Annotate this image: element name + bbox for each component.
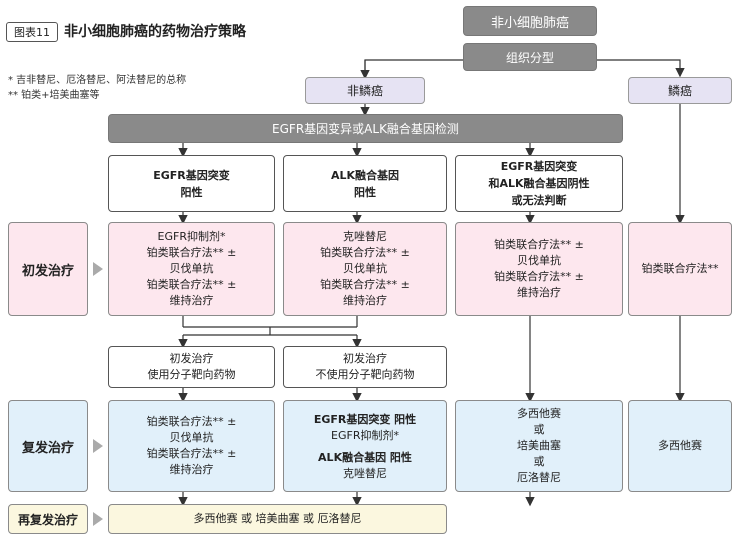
rerelapse-text: 多西他赛 或 培美曲塞 或 厄洛替尼 xyxy=(193,512,362,525)
stage-rerelapse: 再复发治疗 xyxy=(8,504,88,534)
footnote-1: * 吉非替尼、厄洛替尼、阿法替尼的总称 xyxy=(8,75,187,86)
stage-first-line-label: 初发治疗 xyxy=(21,263,74,279)
node-histology: 组织分型 xyxy=(463,43,597,71)
group-negative-line3: 或无法判断 xyxy=(511,194,567,207)
relapse-t-line4: 维持治疗 xyxy=(169,463,214,476)
node-non-squamous-label: 非鳞癌 xyxy=(346,84,383,98)
relapse-squamous: 多西他赛 xyxy=(628,400,732,492)
group-negative: EGFR基因突变 和ALK融合基因阴性 或无法判断 xyxy=(455,155,623,212)
first-line-alk: 克唑替尼 铂类联合疗法** ± 贝伐单抗 铂类联合疗法** ± 维持治疗 xyxy=(283,222,447,316)
group-alk-line1: ALK融合基因 xyxy=(330,168,400,182)
node-nsclc-label: 非小细胞肺癌 xyxy=(490,15,569,31)
rerelapse-treatment: 多西他赛 或 培美曲塞 或 厄洛替尼 xyxy=(108,504,447,534)
relapse-neg-line5: 厄洛替尼 xyxy=(517,471,561,484)
first-line-non-targeted: 初发治疗 不使用分子靶向药物 xyxy=(283,346,447,388)
relapse-neg-line2: 或 xyxy=(533,423,545,436)
first-egfr-line1: EGFR抑制剂* xyxy=(157,230,226,243)
relapse-sq-line1: 多西他赛 xyxy=(658,439,702,452)
first-line-egfr: EGFR抑制剂* 铂类联合疗法** ± 贝伐单抗 铂类联合疗法** ± 维持治疗 xyxy=(108,222,275,316)
stage-rerelapse-label: 再复发治疗 xyxy=(17,512,78,527)
group-alk-line2: 阳性 xyxy=(354,185,376,199)
relapse-alk-head: ALK融合基因 阳性 xyxy=(318,450,412,464)
first-alk-line3: 贝伐单抗 xyxy=(343,262,387,275)
first-alk-line2: 铂类联合疗法** ± xyxy=(320,246,410,259)
node-non-squamous: 非鳞癌 xyxy=(305,77,425,104)
stage-relapse-label: 复发治疗 xyxy=(21,440,74,456)
first-neg-line4: 维持治疗 xyxy=(517,286,561,299)
group-negative-line2: 和ALK融合基因阴性 xyxy=(488,177,590,190)
relapse-egfr-head: EGFR基因突变 阳性 xyxy=(313,412,417,426)
first-alk-line5: 维持治疗 xyxy=(343,294,387,307)
first-egfr-line2: 铂类联合疗法** ± xyxy=(146,246,237,259)
node-histology-label: 组织分型 xyxy=(505,50,554,65)
relapse-after-targeted: 铂类联合疗法** ± 贝伐单抗 铂类联合疗法** ± 维持治疗 xyxy=(108,400,275,492)
first-alk-line1: 克唑替尼 xyxy=(343,230,387,243)
first-line-squamous: 铂类联合疗法** xyxy=(628,222,732,316)
group-negative-line1: EGFR基因突变 xyxy=(500,160,578,173)
relapse-neg-line4: 或 xyxy=(533,455,545,468)
first-neg-line3: 铂类联合疗法** ± xyxy=(494,270,584,283)
relapse-negative: 多西他赛 或 培美曲塞 或 厄洛替尼 xyxy=(455,400,623,492)
relapse-alk-drug: 克唑替尼 xyxy=(343,466,387,480)
group-egfr-positive: EGFR基因突变 阳性 xyxy=(108,155,275,212)
node-squamous: 鳞癌 xyxy=(628,77,732,104)
first-egfr-line4: 铂类联合疗法** ± xyxy=(146,278,237,291)
stage-first-line: 初发治疗 xyxy=(8,222,88,316)
group-alk-positive: ALK融合基因 阳性 xyxy=(283,155,447,212)
targeted-line2: 使用分子靶向药物 xyxy=(147,368,236,381)
relapse-after-non-targeted: EGFR基因突变 阳性 EGFR抑制剂* ALK融合基因 阳性 克唑替尼 xyxy=(283,400,447,492)
non-targeted-line1: 初发治疗 xyxy=(343,352,387,365)
targeted-line1: 初发治疗 xyxy=(169,352,214,365)
first-neg-line1: 铂类联合疗法** ± xyxy=(494,238,584,251)
group-egfr-line2: 阳性 xyxy=(180,185,203,199)
figure-tag: 图表11 xyxy=(6,22,58,42)
arrow-right-icon xyxy=(93,262,103,276)
non-targeted-line2: 不使用分子靶向药物 xyxy=(315,368,415,381)
relapse-t-line2: 贝伐单抗 xyxy=(169,431,214,444)
node-gene-test: EGFR基因变异或ALK融合基因检测 xyxy=(108,114,623,143)
arrow-right-icon xyxy=(93,439,103,453)
relapse-t-line1: 铂类联合疗法** ± xyxy=(146,415,237,428)
relapse-neg-line3: 培美曲塞 xyxy=(517,439,561,452)
first-sq-line1: 铂类联合疗法** xyxy=(641,262,719,275)
first-egfr-line5: 维持治疗 xyxy=(169,294,214,307)
first-line-negative: 铂类联合疗法** ± 贝伐单抗 铂类联合疗法** ± 维持治疗 xyxy=(455,222,623,316)
relapse-neg-line1: 多西他赛 xyxy=(517,407,561,420)
arrow-right-icon xyxy=(93,512,103,526)
first-egfr-line3: 贝伐单抗 xyxy=(169,262,214,275)
node-squamous-label: 鳞癌 xyxy=(667,84,692,98)
figure-title: 非小细胞肺癌的药物治疗策略 xyxy=(64,24,246,40)
stage-relapse: 复发治疗 xyxy=(8,400,88,492)
first-line-targeted: 初发治疗 使用分子靶向药物 xyxy=(108,346,275,388)
relapse-egfr-drug: EGFR抑制剂* xyxy=(331,428,399,442)
group-egfr-line1: EGFR基因突变 xyxy=(153,168,230,182)
first-neg-line2: 贝伐单抗 xyxy=(517,254,561,267)
node-gene-test-label: EGFR基因变异或ALK融合基因检测 xyxy=(272,122,459,136)
footnote-2: ** 铂类+培美曲塞等 xyxy=(8,90,100,101)
first-alk-line4: 铂类联合疗法** ± xyxy=(320,278,410,291)
node-nsclc: 非小细胞肺癌 xyxy=(463,6,597,36)
relapse-t-line3: 铂类联合疗法** ± xyxy=(146,447,237,460)
